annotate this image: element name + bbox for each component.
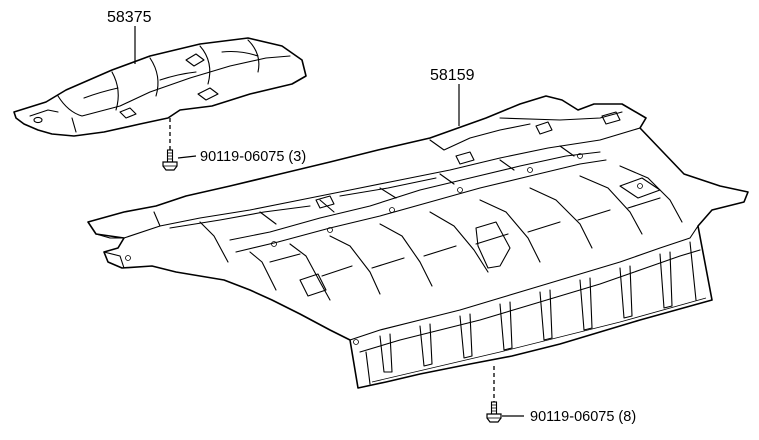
heat-insulator-58375	[13, 37, 307, 137]
floor-under-cover-58159	[87, 95, 749, 389]
bolt-lower-label: 90119-06075 (8)	[530, 409, 636, 425]
bolt-upper-icon	[162, 149, 178, 171]
part-number-58159: 58159	[430, 67, 475, 84]
bolt-upper-label: 90119-06075 (3)	[200, 149, 306, 165]
part-number-58375: 58375	[107, 9, 152, 26]
bolt-lower-icon	[486, 401, 502, 423]
